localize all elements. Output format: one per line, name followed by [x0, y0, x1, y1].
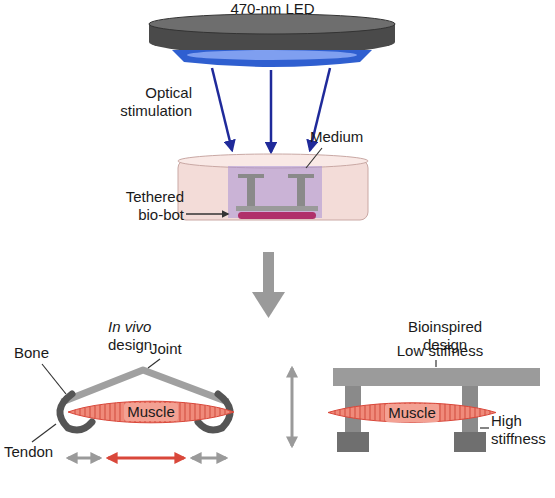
light-ray: [270, 70, 273, 152]
dish-rim: [178, 154, 368, 168]
led-glow: [187, 50, 357, 60]
pointer-arrow: [186, 213, 228, 215]
muscle-node: Muscle: [68, 397, 234, 427]
part-label: Low stiffness: [385, 342, 495, 360]
bot-pillar: [247, 178, 255, 210]
leader-line: [32, 424, 56, 442]
motion-arrow: [291, 368, 294, 446]
motion-arrow: [68, 457, 100, 460]
part-label: Joint: [150, 340, 200, 358]
leader-line: [306, 148, 322, 168]
leader-line: [148, 359, 160, 368]
bot-cap: [238, 174, 264, 178]
part-label: Bone: [14, 344, 64, 362]
muscle-fill: [328, 403, 496, 422]
light-field: [228, 166, 322, 218]
flow-arrow: [252, 292, 285, 318]
muscle-label: Muscle: [385, 404, 439, 422]
muscle-striation: [328, 403, 496, 422]
medium-label: Medium: [310, 128, 380, 146]
petri-dish: [178, 160, 368, 220]
leader-line: [480, 427, 489, 428]
muscle-node: Muscle: [328, 399, 496, 426]
part-label: High stiffness: [491, 412, 553, 448]
biobot-label: Tethered bio-bot: [100, 188, 184, 224]
muscle-striation: [68, 401, 234, 423]
muscle-label: Muscle: [124, 403, 178, 421]
bot-pillar: [297, 178, 305, 210]
pillar-foot: [337, 432, 369, 452]
muscle-fill: [68, 401, 234, 423]
bone: [62, 370, 228, 402]
beam: [333, 368, 540, 386]
led-label: 470-nm LED: [160, 0, 385, 18]
bot-cap: [288, 174, 314, 178]
pillar-foot: [454, 432, 486, 452]
stimulation-label: Optical stimulation: [92, 84, 192, 120]
bot-muscle: [238, 212, 316, 219]
bot-beam: [236, 206, 318, 211]
part-label: Tendon: [4, 443, 64, 461]
motion-arrow: [192, 457, 226, 460]
leader-line: [435, 360, 436, 367]
contraction-arrow: [108, 457, 184, 460]
flow-arrow: [263, 252, 274, 292]
design-heading: In vivo: [108, 318, 178, 336]
light-ray: [212, 68, 232, 150]
led-emitter: [172, 50, 372, 67]
leader-line: [42, 364, 66, 394]
